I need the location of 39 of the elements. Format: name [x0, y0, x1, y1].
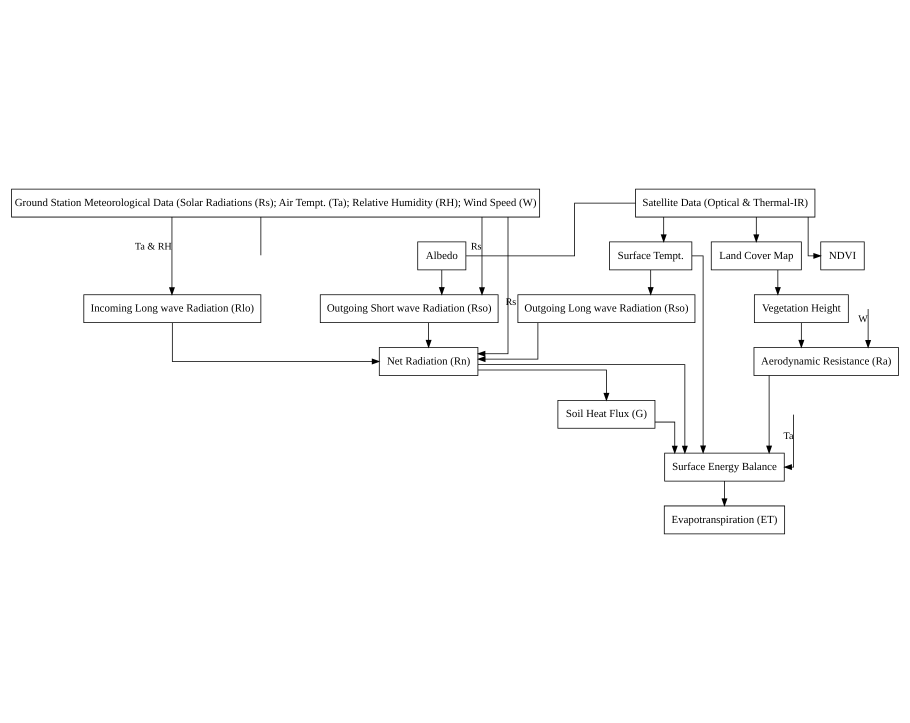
arrow	[168, 216, 175, 296]
connector	[260, 216, 262, 256]
arrow	[476, 216, 508, 357]
arrow	[654, 422, 678, 454]
arrow	[172, 322, 380, 364]
node-box: Evapotranspiration (ET)	[664, 506, 786, 534]
arrow	[438, 270, 445, 296]
arrow	[721, 480, 728, 507]
node-box: Net Radiation (Rn)	[378, 347, 478, 376]
arrow	[798, 322, 804, 348]
node-box: Land Cover Map	[710, 242, 802, 270]
arrow	[808, 216, 822, 259]
node-box: Vegetation Height	[754, 294, 849, 324]
node-box: Outgoing Short wave Radiation (Rso)	[320, 294, 498, 324]
arrow	[774, 270, 781, 296]
arrow	[426, 322, 432, 348]
arrow	[865, 308, 872, 349]
node-box: Aerodynamic Resistance (Ra)	[754, 347, 899, 376]
arrow	[478, 370, 610, 402]
arrow	[660, 216, 667, 243]
arrow	[479, 216, 485, 296]
edge-label: Ta & RH	[134, 242, 172, 253]
node-box: Surface Energy Balance	[664, 452, 785, 482]
arrow	[648, 270, 654, 296]
arrow	[476, 322, 538, 362]
arrow	[478, 364, 688, 454]
node-box: Surface Tempt.	[609, 242, 692, 270]
arrow	[766, 375, 772, 454]
node-box: Soil Heat Flux (G)	[558, 400, 656, 429]
node-box: Ground Station Meteorological Data (Solar Radiations (Rs); Air Tempt. (Ta); Relative Humidity (RH); Wind Speed (W)	[11, 188, 540, 218]
node-box: Outgoing Long wave Radiation (Rso)	[518, 294, 696, 324]
node-box: Albedo	[417, 242, 466, 270]
edge-label: Rs	[470, 242, 482, 253]
node-box: Satellite Data (Optical & Thermal-IR)	[635, 188, 816, 218]
arrow	[753, 216, 760, 243]
node-box: Incoming Long wave Radiation (Rlo)	[83, 294, 262, 324]
node-box: NDVI	[820, 242, 865, 270]
connector	[466, 202, 636, 256]
edge-label: W	[858, 314, 868, 325]
